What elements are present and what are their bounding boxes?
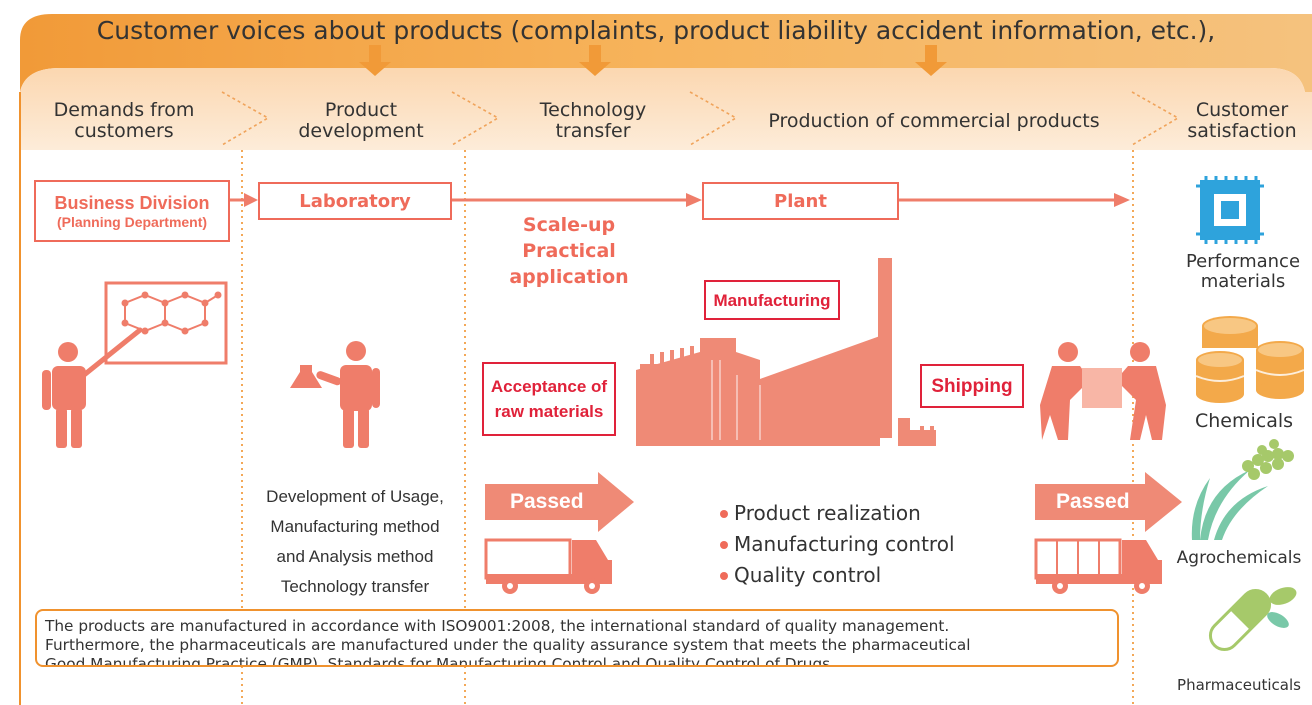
phase-production: Production of commercial products [768, 109, 1100, 132]
customer-voices-banner: Customer voices about products (complain… [96, 16, 1216, 45]
scaleup-label: Scale-up Practical application [509, 214, 629, 288]
acceptance-box: Acceptance of raw materials [482, 362, 616, 436]
laboratory-box: Laboratory [258, 182, 452, 220]
barrels-icon [1195, 316, 1305, 403]
bullet-item: Manufacturing control [720, 529, 955, 560]
chemicals-label: Chemicals [1194, 410, 1294, 432]
truck-icon [484, 538, 612, 594]
down-arrows [359, 45, 947, 76]
bullet-item: Quality control [720, 560, 955, 591]
box-icon [1082, 368, 1122, 408]
phase-band [20, 68, 1312, 150]
bullet-item: Product realization [720, 498, 955, 529]
manufacturing-box: Manufacturing [704, 280, 840, 320]
quality-bullets: Product realization Manufacturing contro… [720, 498, 955, 591]
banner-ribbon [20, 14, 1312, 92]
grain-plant-icon [1191, 439, 1294, 540]
flow-arrows [228, 193, 1130, 207]
agrochemicals-label: Agrochemicals [1176, 548, 1302, 568]
passed-label-left: Passed [510, 490, 584, 513]
development-description: Development of Usage, Manufacturing meth… [266, 487, 444, 596]
truck-icon [1034, 538, 1162, 594]
chip-icon [1196, 176, 1264, 244]
capsule-icon [1208, 587, 1297, 652]
pharmaceuticals-label: Pharmaceuticals [1177, 676, 1301, 694]
performance-materials-label: Performance materials [1185, 251, 1301, 292]
delivery-workers-icon [1040, 342, 1166, 440]
scientist-icon [290, 341, 380, 448]
business-division-box: Business Division (Planning Department) [34, 180, 230, 242]
iso-notice-box: The products are manufactured in accorda… [35, 609, 1119, 667]
presenter-icon [42, 281, 228, 448]
passed-label-right: Passed [1056, 490, 1130, 513]
passed-arrows [485, 472, 1182, 532]
shipping-box: Shipping [920, 364, 1024, 408]
plant-box: Plant [702, 182, 899, 220]
factory-icon [636, 258, 936, 446]
